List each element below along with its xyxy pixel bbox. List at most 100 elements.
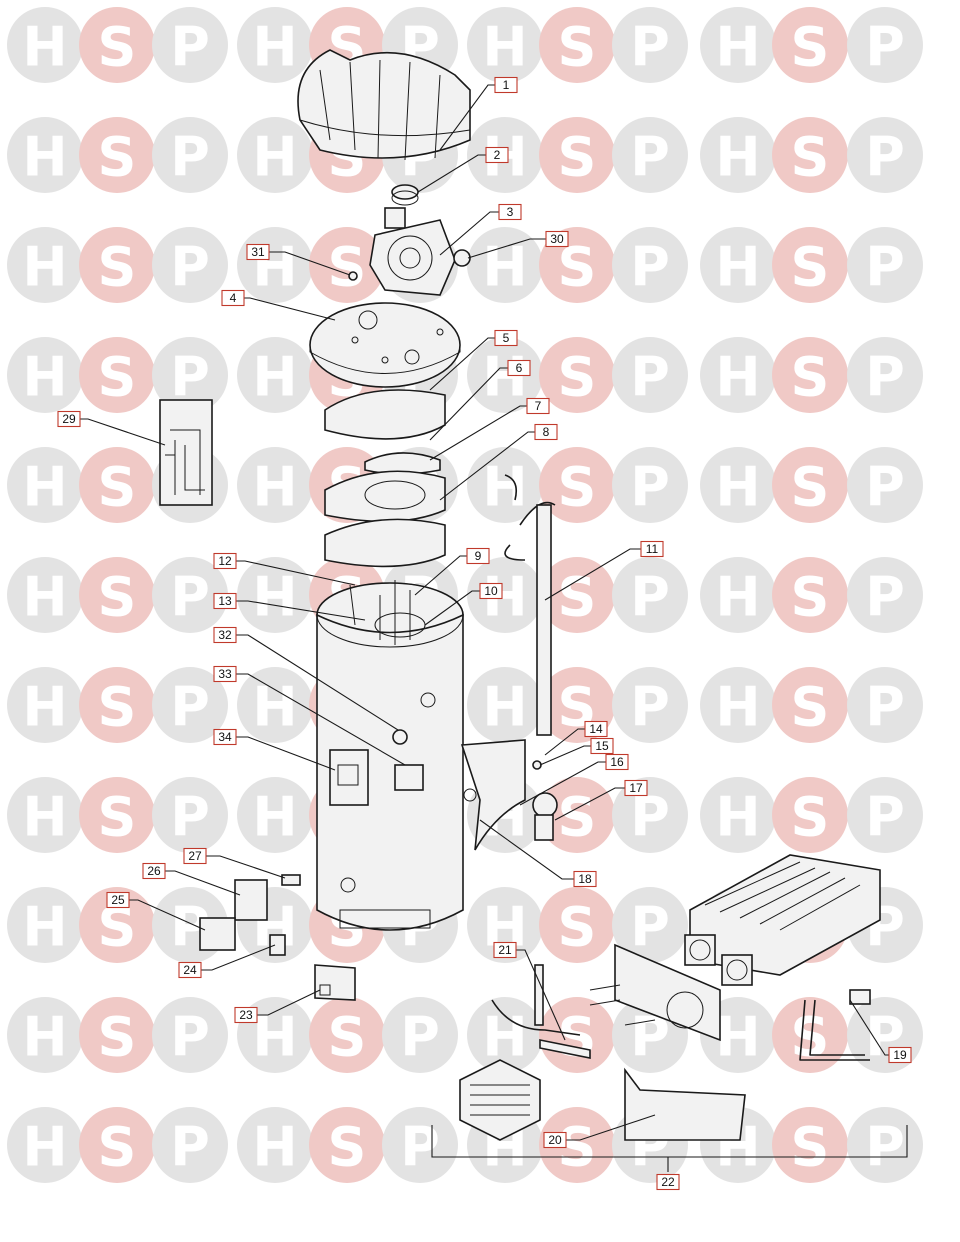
- watermark-circle: [7, 557, 83, 633]
- watermark-letter: S: [791, 16, 830, 79]
- watermark-circle: [79, 117, 155, 193]
- watermark-circle: [382, 1107, 458, 1183]
- callout-box: [213, 592, 237, 610]
- watermark-letter: H: [252, 346, 297, 409]
- leader-line-3: [439, 211, 501, 256]
- watermark-circle: [79, 227, 155, 303]
- callout-18: 18: [573, 870, 597, 888]
- callout-box: [246, 243, 270, 261]
- leader-line-12: [234, 560, 356, 586]
- watermark-letter: P: [865, 126, 905, 189]
- watermark-letter: H: [715, 676, 760, 739]
- watermark-letter: H: [715, 786, 760, 849]
- watermark-circle: [7, 777, 83, 853]
- leader-line-30: [467, 238, 548, 259]
- callout-number: 4: [230, 291, 237, 305]
- part-burner-tube: [491, 964, 591, 1059]
- callout-box: [640, 540, 664, 558]
- watermark-circle: [7, 337, 83, 413]
- watermark-letter: S: [791, 236, 830, 299]
- watermark-circle: [7, 1107, 83, 1183]
- callout-number: 20: [548, 1133, 562, 1147]
- watermark-circle: [700, 227, 776, 303]
- callout-number: 18: [578, 872, 592, 886]
- part-burner: [684, 854, 881, 986]
- leader-line-23: [255, 989, 321, 1016]
- callout-number: 7: [535, 399, 542, 413]
- leader-line-14: [544, 728, 587, 756]
- watermark-letter: S: [98, 126, 137, 189]
- watermark-letter: S: [558, 896, 597, 959]
- watermark-circle: [612, 887, 688, 963]
- leader-line-2: [417, 154, 488, 193]
- watermark-letter: S: [98, 1006, 137, 1069]
- watermark-letter: S: [558, 126, 597, 189]
- watermark-circle: [847, 667, 923, 743]
- watermark-letter: S: [791, 456, 830, 519]
- watermark-circle: [847, 1107, 923, 1183]
- watermark-circle: [152, 777, 228, 853]
- watermark-circle: [79, 997, 155, 1073]
- callout-33: 33: [213, 665, 237, 683]
- watermark-letter: S: [98, 676, 137, 739]
- watermark-circle: [7, 7, 83, 83]
- watermark-circle: [847, 7, 923, 83]
- watermark-letter: H: [22, 896, 67, 959]
- watermark-circle: [237, 777, 313, 853]
- callout-17: 17: [624, 779, 648, 797]
- watermark-letter: H: [252, 566, 297, 629]
- watermark-circle: [7, 887, 83, 963]
- leader-line-31: [267, 251, 351, 276]
- callout-number: 1: [503, 78, 510, 92]
- watermark-letter: H: [252, 676, 297, 739]
- callout-29: 29: [57, 410, 81, 428]
- part-pressure-switch: [453, 249, 471, 267]
- watermark-letter: H: [22, 1116, 67, 1179]
- watermark-circle: [152, 997, 228, 1073]
- hsp-watermark: HSPHSPHSPHSPHSPHSPHSPHSPHSPHSPHSPHSPHSPH…: [7, 7, 923, 1183]
- watermark-circle: [309, 997, 385, 1073]
- watermark-letter: S: [558, 346, 597, 409]
- watermark-letter: P: [170, 16, 210, 79]
- watermark-letter: H: [22, 786, 67, 849]
- callout-26: 26: [142, 862, 166, 880]
- part-bracket: [314, 964, 356, 1001]
- watermark-circle: [700, 447, 776, 523]
- part-igniter-and-valve: [199, 874, 301, 956]
- watermark-letter: P: [630, 236, 670, 299]
- watermark-circle: [467, 447, 543, 523]
- callout-6: 6: [507, 359, 531, 377]
- watermark-letter: P: [170, 676, 210, 739]
- callout-box: [494, 329, 518, 347]
- watermark-circle: [79, 1107, 155, 1183]
- watermark-circle: [237, 447, 313, 523]
- leader-line-34: [234, 736, 336, 771]
- leader-line-13: [234, 600, 366, 621]
- callout-number: 27: [188, 849, 202, 863]
- watermark-circle: [612, 7, 688, 83]
- callout-21: 21: [493, 941, 517, 959]
- callout-12: 12: [213, 552, 237, 570]
- callout-number: 22: [661, 1175, 675, 1189]
- watermark-circle: [79, 557, 155, 633]
- watermark-circle: [772, 1107, 848, 1183]
- part-insulation-rings: [324, 470, 446, 568]
- watermark-letter: H: [22, 346, 67, 409]
- part-chamber-door: [460, 739, 526, 851]
- callout-22: 22: [656, 1173, 680, 1191]
- callout-box: [178, 961, 202, 979]
- callout-number: 9: [475, 549, 482, 563]
- watermark-letter: S: [98, 566, 137, 629]
- watermark-circle: [612, 337, 688, 413]
- part-flame-arrestor: [459, 1059, 541, 1141]
- watermark-letter: S: [558, 786, 597, 849]
- watermark-circle: [772, 777, 848, 853]
- leader-line-8: [439, 431, 537, 501]
- part-thermocouple: [799, 989, 871, 1061]
- leader-line-7: [429, 405, 529, 461]
- callout-11: 11: [640, 540, 664, 558]
- callout-number: 32: [218, 628, 232, 642]
- watermark-letter: H: [715, 456, 760, 519]
- watermark-letter: P: [170, 346, 210, 409]
